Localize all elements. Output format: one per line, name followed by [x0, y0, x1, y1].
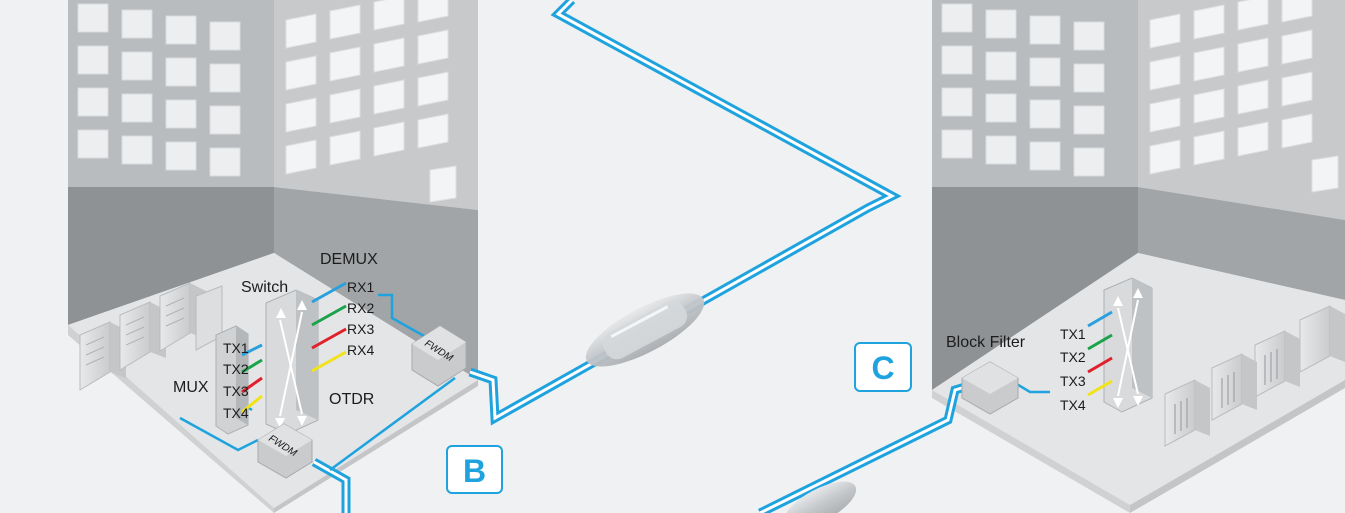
rx1-label: RX1	[347, 279, 374, 295]
left-tx3-label: TX3	[223, 383, 249, 399]
fiber-routes	[179, 0, 1050, 513]
right-tx4-label: TX4	[1060, 397, 1086, 413]
left-equipment	[215, 281, 467, 479]
badge-c-text: C	[871, 350, 894, 386]
rx2-label: RX2	[347, 300, 374, 316]
rx4-label: RX4	[347, 342, 374, 358]
mux-label: MUX	[173, 379, 209, 396]
rx3-label: RX3	[347, 321, 374, 337]
fwdm-top	[411, 325, 467, 387]
splice-closure-bottom	[783, 481, 857, 513]
left-tx1-label: TX1	[223, 340, 249, 356]
bottom-fiber	[311, 458, 351, 513]
badge-b: B	[446, 445, 503, 494]
badge-c: C	[854, 342, 912, 392]
right-equipment	[961, 277, 1153, 415]
right-building	[932, 0, 1345, 513]
fwdm-bottom	[257, 423, 313, 479]
block-filter-label: Block Filter	[946, 334, 1026, 351]
badge-b-text: B	[463, 453, 486, 489]
splice-closure-top	[585, 293, 705, 367]
right-tx1-label: TX1	[1060, 326, 1086, 342]
block-filter-box	[961, 361, 1019, 415]
trunk-fiber-b	[468, 0, 902, 426]
demux-label: DEMUX	[320, 251, 378, 268]
right-tx3-label: TX3	[1060, 373, 1086, 389]
right-server-racks	[1164, 305, 1345, 447]
otdr-label: OTDR	[329, 391, 374, 408]
left-tx2-label: TX2	[223, 361, 249, 377]
right-tx2-label: TX2	[1060, 349, 1086, 365]
left-tx4-label: TX4	[223, 405, 249, 421]
switch-label: Switch	[241, 279, 288, 296]
